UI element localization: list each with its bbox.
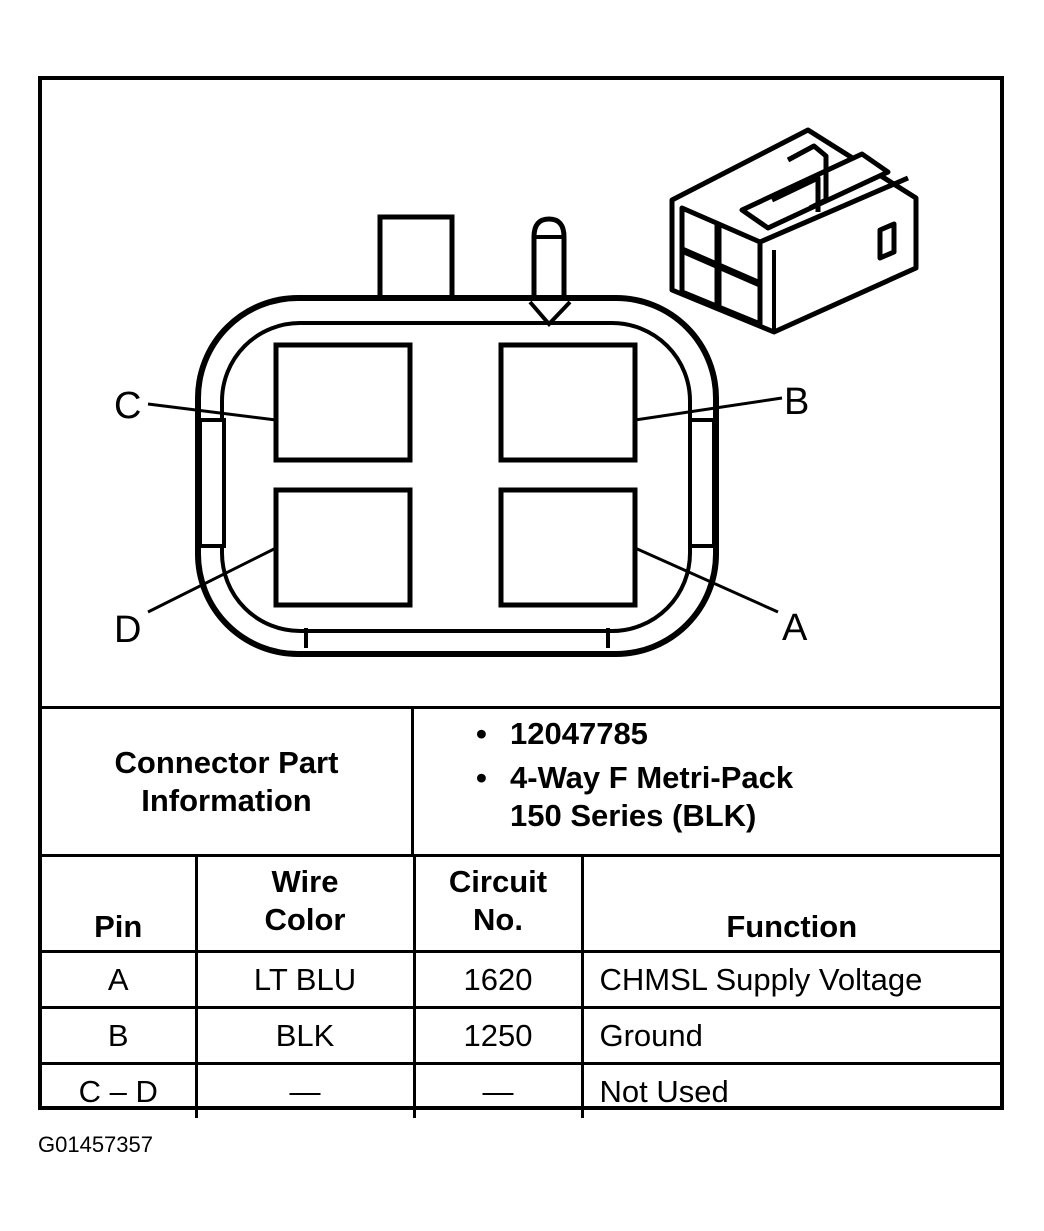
pin-label-b: B <box>784 381 809 423</box>
terminal-cavity-d <box>273 487 413 608</box>
cell-function: Ground <box>580 1006 1000 1065</box>
leader-line-b <box>634 396 783 422</box>
terminal-cavity-b <box>498 342 638 463</box>
pin-label-c: C <box>114 385 141 427</box>
cell-wire-color: LT BLU <box>194 950 416 1009</box>
cell-circuit: 1250 <box>412 1006 584 1065</box>
connector-polarizing-key <box>531 216 567 303</box>
connector-type-item: • 4-Way F Metri-Pack 150 Series (BLK) <box>476 760 794 833</box>
cell-wire-color: — <box>194 1062 416 1118</box>
leader-line-a <box>634 546 779 614</box>
connector-part-info-details: • 12047785 • 4-Way F Metri-Pack 150 Seri… <box>414 709 1000 854</box>
cell-function: CHMSL Supply Voltage <box>580 950 1000 1009</box>
header-function: Function <box>580 854 1000 953</box>
terminal-cavity-c <box>273 342 413 463</box>
connector-latch-tab <box>377 214 455 306</box>
leader-line-c <box>147 402 277 422</box>
cell-pin: C – D <box>42 1062 198 1118</box>
cell-function: Not Used <box>580 1062 1000 1118</box>
header-wire-color: Wire Color <box>194 854 416 953</box>
connector-diagram: C B D A <box>114 127 919 657</box>
pin-table: Pin Wire Color Circuit No. Function A LT… <box>42 854 1000 1118</box>
table-row: C – D — — Not Used <box>42 1062 1000 1118</box>
connector-figure-frame: C B D A Connector Part Information • <box>38 76 1004 1118</box>
connector-part-info-label: Connector Part Information <box>42 709 414 854</box>
connector-isometric-view <box>669 127 919 335</box>
terminal-cavity-a <box>498 487 638 608</box>
cell-pin: A <box>42 950 198 1009</box>
pin-label-d: D <box>114 609 141 651</box>
pin-table-header: Pin Wire Color Circuit No. Function <box>42 854 1000 953</box>
part-number-item: • 12047785 <box>476 716 648 751</box>
cell-circuit: 1620 <box>412 950 584 1009</box>
header-pin: Pin <box>42 854 198 953</box>
cell-pin: B <box>42 1006 198 1065</box>
pin-label-a: A <box>782 607 808 649</box>
bullet-icon: • <box>476 716 487 751</box>
bullet-icon: • <box>476 760 487 795</box>
connector-part-info: Connector Part Information • 12047785 • … <box>42 706 1000 854</box>
header-circuit-no: Circuit No. <box>412 854 584 953</box>
leader-line-d <box>147 546 277 614</box>
table-row: A LT BLU 1620 CHMSL Supply Voltage <box>42 950 1000 1009</box>
figure-id: G01457357 <box>38 1132 153 1157</box>
cell-circuit: — <box>412 1062 584 1118</box>
cell-wire-color: BLK <box>194 1006 416 1065</box>
table-row: B BLK 1250 Ground <box>42 1006 1000 1065</box>
